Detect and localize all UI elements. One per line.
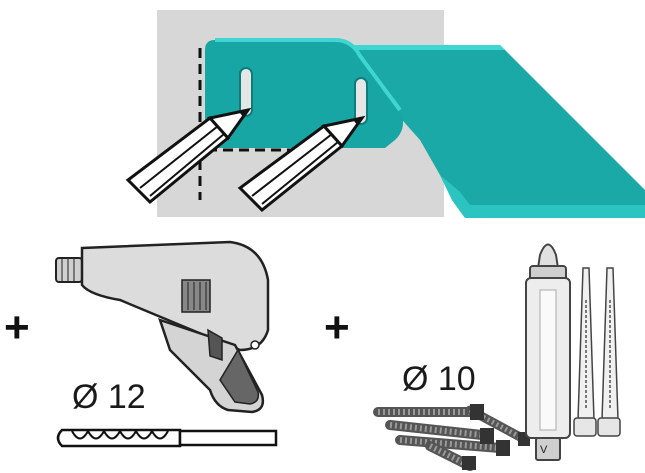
resin-cartridge [525,243,571,461]
slot-left [239,67,253,117]
slot-right [354,77,368,125]
cartridge-mark: V [540,444,548,456]
pencil-right [237,115,366,213]
threaded-rods [373,404,530,471]
pencil-left [125,107,252,205]
plus-sign-1: + [4,303,30,352]
bracket-arm [330,45,645,218]
bracket-plate-edge [215,38,402,112]
rod-diameter-label: Ø 10 [402,360,476,398]
bracket-top-highlight [340,45,505,50]
drill-illustration [55,240,270,414]
drill-bit [56,428,278,448]
mixer-nozzles [573,267,621,437]
drill-bit-diameter-label: Ø 12 [72,378,146,416]
plus-sign-2: + [324,303,350,352]
bracket-edge [440,175,645,218]
